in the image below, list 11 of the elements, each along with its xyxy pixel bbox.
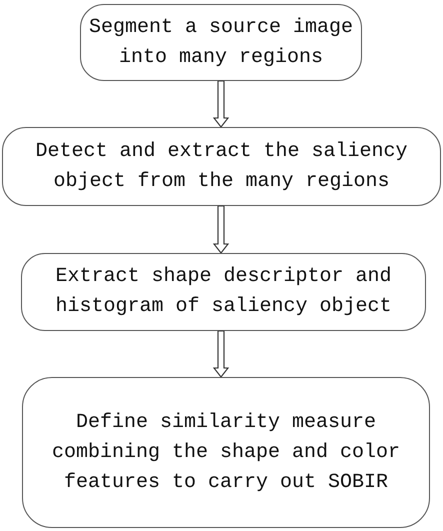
step-text: Segment a source image into many regions	[88, 14, 354, 70]
hollow-arrow	[212, 205, 230, 254]
rounded-process-box	[80, 4, 362, 81]
hollow-arrow	[212, 330, 230, 378]
rounded-process-box	[2, 127, 441, 206]
rounded-process-box	[21, 253, 426, 331]
rounded-process-box	[22, 377, 430, 528]
step-text: Extract shape descriptor and histogram of saliency object	[54, 264, 393, 320]
step-text: Define similarity measure combining the shape and color features to carry out SOBIR	[50, 410, 402, 496]
step-text: Detect and extract the saliency object from the many regions	[34, 138, 409, 194]
hollow-arrow	[212, 80, 230, 128]
